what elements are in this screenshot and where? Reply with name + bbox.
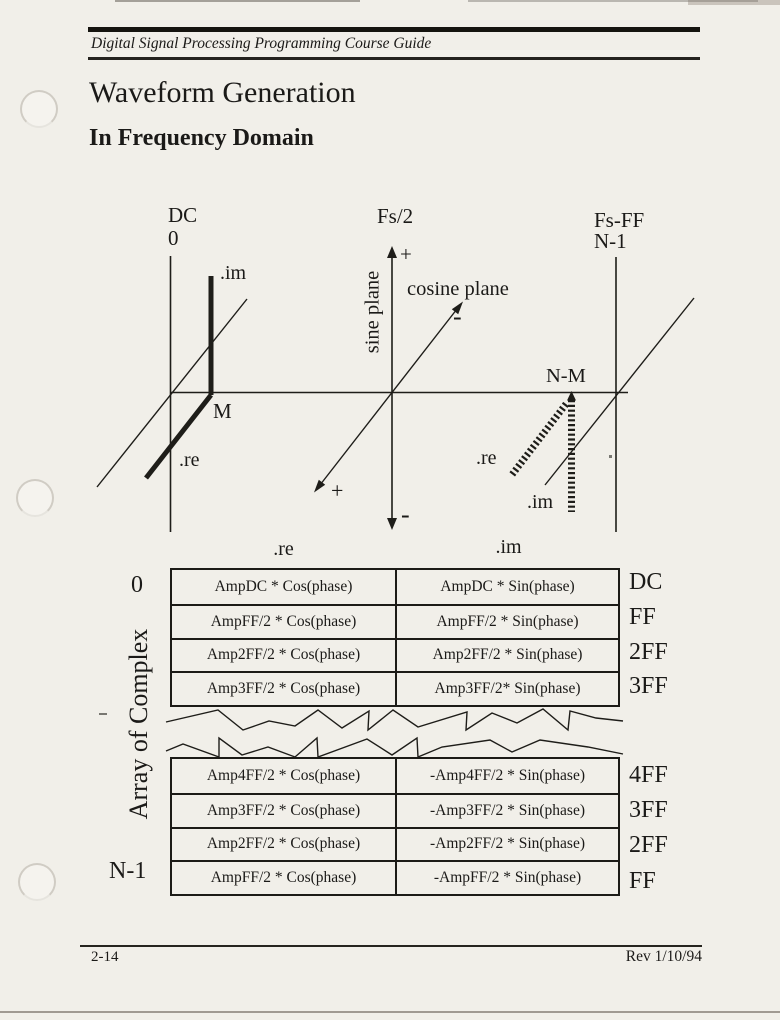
hole-punch xyxy=(16,479,54,517)
fsff-re-label: .re xyxy=(476,447,497,469)
cosine-plane-label: cosine plane xyxy=(407,278,509,300)
page-number: 2-14 xyxy=(91,949,119,965)
array-of-complex-label: Array of Complex xyxy=(124,628,153,820)
scan-speck xyxy=(99,713,107,715)
formula-cell: AmpDC * Sin(phase) xyxy=(440,577,575,595)
document-title: Digital Signal Processing Programming Co… xyxy=(91,35,432,52)
cosine-axis-arrowhead-lower xyxy=(314,479,326,493)
hole-punch xyxy=(18,863,56,901)
sine-axis-arrowhead-up xyxy=(387,246,397,258)
table-col-header-re: .re xyxy=(273,538,294,560)
fsff-im-label: .im xyxy=(527,491,554,513)
fs2-axis-label: Fs/2 xyxy=(377,204,414,228)
scan-edge-artifact xyxy=(115,0,360,2)
row-label-3ff: 3FF xyxy=(629,673,668,699)
frequency-table-lower: Amp4FF/2 * Cos(phase) -Amp4FF/2 * Sin(ph… xyxy=(170,757,620,896)
fsff-index-label: N-1 xyxy=(594,229,627,253)
frequency-table-upper: AmpDC * Cos(phase) AmpDC * Sin(phase) Am… xyxy=(170,568,620,707)
formula-cell: -Amp2FF/2 * Sin(phase) xyxy=(397,826,618,861)
fsff-axis-label: Fs-FF xyxy=(594,208,645,232)
page-title: Waveform Generation xyxy=(89,76,356,109)
plus-sign-cosine: + xyxy=(331,478,344,503)
m-marker-label: M xyxy=(213,399,232,423)
scan-speck xyxy=(609,455,612,458)
table-break-zigzag-upper xyxy=(165,708,624,732)
nm-re-hatched-bar xyxy=(508,401,569,479)
dc-re-label: .re xyxy=(179,449,200,471)
minus-sign-cosine: - xyxy=(453,302,462,331)
formula-cell: Amp4FF/2 * Cos(phase) xyxy=(172,759,397,793)
scan-edge-artifact xyxy=(0,1011,780,1013)
row-label-4ff: 4FF xyxy=(629,762,668,788)
nm-bar-arrowhead xyxy=(567,391,576,401)
formula-cell: Amp2FF/2 * Sin(phase) xyxy=(397,637,618,672)
dc-axis-label: DC xyxy=(168,203,198,227)
formula-cell: -Amp4FF/2 * Sin(phase) xyxy=(430,766,585,784)
row-label-ff-b: FF xyxy=(629,868,656,894)
minus-sign-bottom: - xyxy=(401,500,410,529)
nm-marker-label: N-M xyxy=(546,365,586,387)
formula-cell: AmpFF/2 * Sin(phase) xyxy=(397,603,618,638)
formula-cell: AmpFF/2 * Cos(phase) xyxy=(172,860,397,894)
formula-cell: Amp2FF/2 * Cos(phase) xyxy=(172,826,397,861)
index-last-label: N-1 xyxy=(109,858,147,884)
plus-sign-top: + xyxy=(400,242,412,266)
formula-cell: Amp3FF/2* Sin(phase) xyxy=(397,671,618,705)
formula-cell: -AmpFF/2 * Sin(phase) xyxy=(397,860,618,894)
row-label-ff: FF xyxy=(629,604,656,630)
row-label-dc: DC xyxy=(629,569,663,595)
table-col-header-im: .im xyxy=(495,536,522,558)
row-label-2ff-b: 2FF xyxy=(629,832,668,858)
scan-edge-artifact xyxy=(468,0,758,2)
section-title: In Frequency Domain xyxy=(89,125,314,151)
dc-im-label: .im xyxy=(220,262,247,284)
row-label-2ff: 2FF xyxy=(629,639,668,665)
hole-punch xyxy=(20,90,58,128)
dc-diagonal-axis xyxy=(96,298,248,488)
formula-cell: -Amp3FF/2 * Sin(phase) xyxy=(397,792,618,827)
formula-cell: Amp3FF/2 * Cos(phase) xyxy=(172,792,397,827)
header-rule xyxy=(88,57,700,60)
formula-cell: AmpDC * Cos(phase) xyxy=(172,570,397,604)
row-label-3ff-b: 3FF xyxy=(629,797,668,823)
scan-smudge xyxy=(688,0,780,5)
header-top-bar xyxy=(88,27,700,32)
dc-index-label: 0 xyxy=(168,226,179,250)
table-break-zigzag-lower xyxy=(165,736,624,759)
cosine-axis-line xyxy=(319,308,458,486)
fsff-diagonal-axis xyxy=(544,297,695,486)
sine-plane-label: sine plane xyxy=(361,270,384,354)
formula-cell: Amp3FF/2 * Cos(phase) xyxy=(172,671,397,705)
revision-date: Rev 1/10/94 xyxy=(625,948,702,965)
formula-cell: AmpFF/2 * Cos(phase) xyxy=(172,603,397,638)
index-zero-label: 0 xyxy=(131,572,143,598)
footer-rule xyxy=(80,945,702,947)
formula-cell: Amp2FF/2 * Cos(phase) xyxy=(172,637,397,672)
sine-axis-arrowhead-down xyxy=(387,518,397,530)
